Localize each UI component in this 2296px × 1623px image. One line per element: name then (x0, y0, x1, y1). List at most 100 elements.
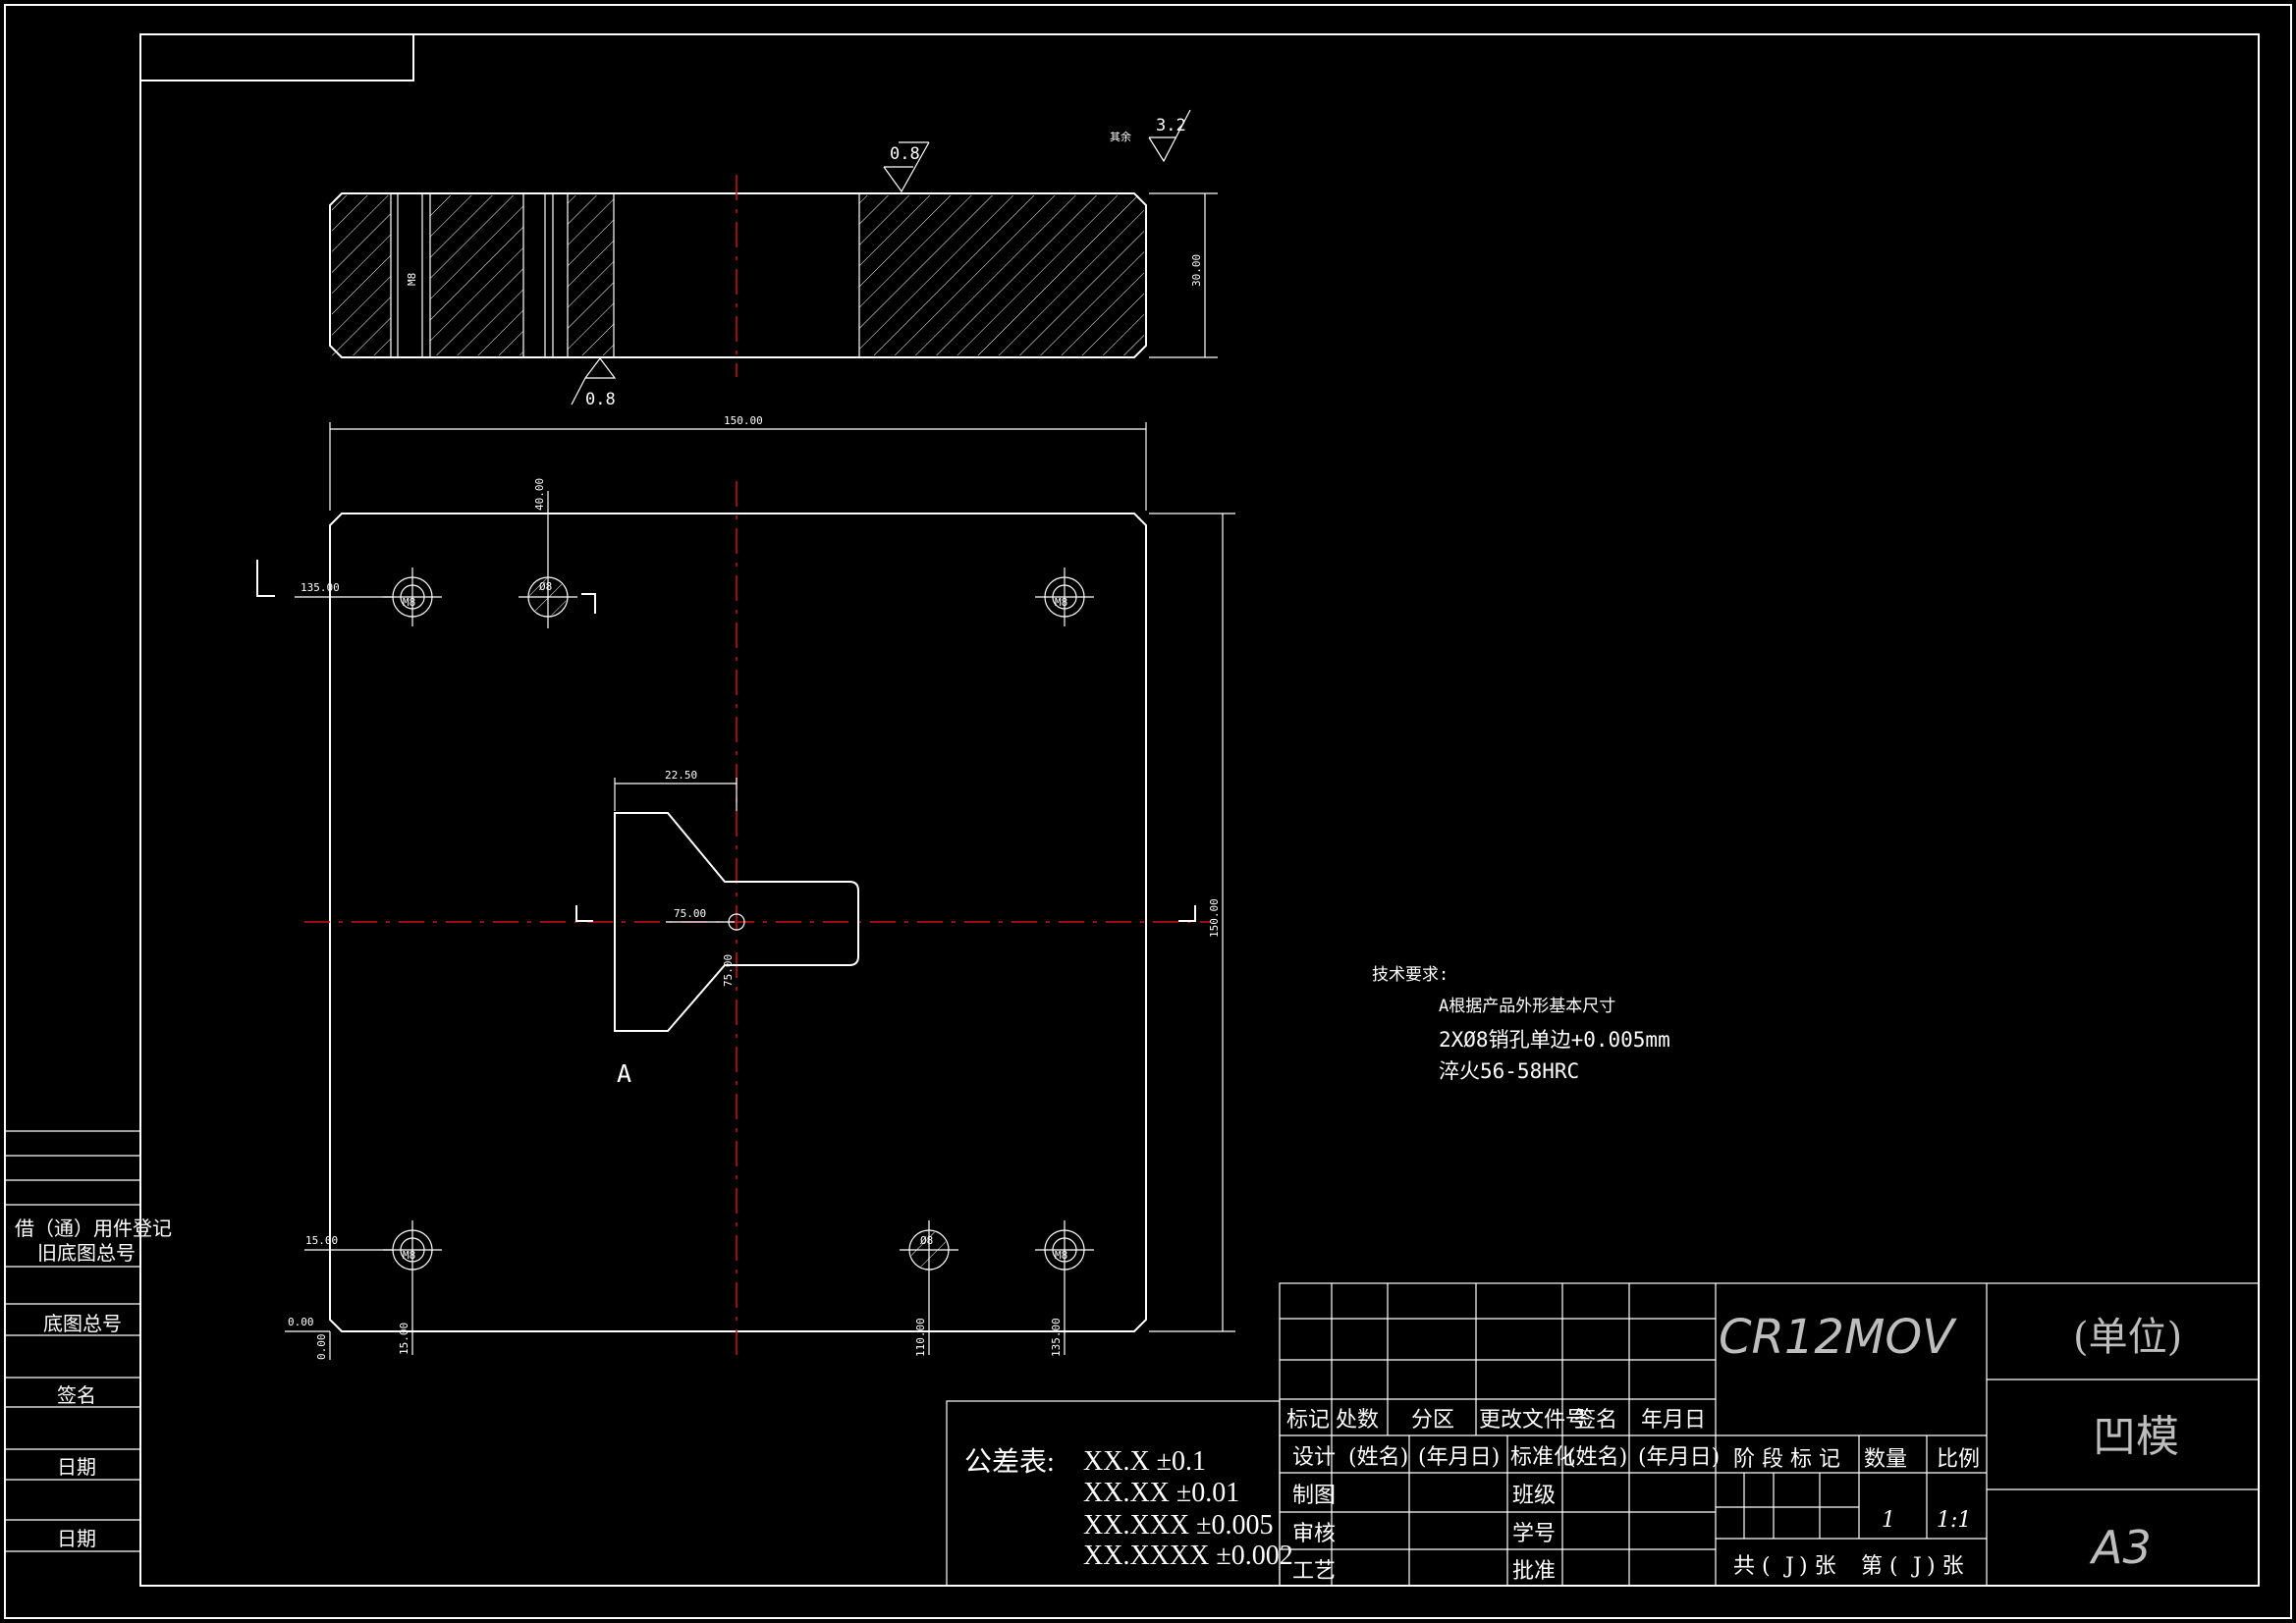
tb-sheets: ) 张 (1927, 1554, 1964, 1579)
tb-design: 标准化 (1510, 1445, 1575, 1470)
tb-header: 标记 (1286, 1408, 1330, 1433)
hole-m8-bottom-right: M8 (1035, 1220, 1094, 1355)
tb-sheets: J (1783, 1554, 1794, 1579)
tb-sheet-size: A3 (2089, 1521, 2152, 1574)
hole-label: Ø8 (539, 580, 552, 593)
tb-draw: 班级 (1512, 1484, 1556, 1508)
strip-label: 旧底图总号 (37, 1241, 136, 1265)
tb-process: 工艺 (1292, 1559, 1336, 1584)
tech-line-1: A根据产品外形基本尺寸 (1439, 997, 1615, 1016)
tb-unit: (单位) (2073, 1315, 2182, 1360)
ordinate-x-15: 15.00 (398, 1323, 410, 1355)
tb-design: (年月日) (1638, 1445, 1720, 1470)
hole-label: M8 (403, 1249, 415, 1262)
tb-stage-header: 比例 (1937, 1447, 1980, 1472)
hatch-block-2 (430, 195, 523, 355)
tb-design: 设计 (1292, 1445, 1336, 1470)
height-dimension: 150.00 (1208, 898, 1221, 938)
corner-label-box (139, 33, 414, 81)
ordinate-x-0: 0.00 (315, 1334, 328, 1361)
outer-border (4, 4, 2292, 1619)
section-hole-label: M8 (406, 273, 418, 286)
tb-sheets: J (1911, 1554, 1922, 1579)
tb-header: 更改文件号 (1479, 1408, 1587, 1433)
tolerance-row: XX.X ±0.1 (1083, 1446, 1206, 1477)
strip-label: 日期 (57, 1527, 96, 1550)
section-marker-right-edge (1178, 905, 1196, 922)
cavity-dim-75-h: 75.00 (674, 907, 706, 920)
ordinate-40: 40.00 (533, 478, 546, 511)
hole-label: M8 (1055, 1249, 1067, 1262)
roughness-symbol-other (1148, 109, 1191, 163)
cavity-dim-22-5: 22.50 (665, 769, 697, 782)
hatch-block-3 (568, 195, 614, 355)
section-view: M8 30.00 0.8 0.8 3.2 其余 (329, 109, 1218, 409)
tb-design: (姓名) (1567, 1445, 1627, 1470)
hole-m8-bottom-left: M8 (383, 1220, 442, 1355)
tolerance-title: 公差表: (964, 1446, 1055, 1478)
hole-m8-top-right: M8 (1035, 568, 1094, 626)
tb-header: 年月日 (1641, 1408, 1706, 1433)
ordinate-y-15: 15.00 (305, 1234, 338, 1247)
strip-label: 签名 (57, 1383, 96, 1407)
tb-draw: 制图 (1292, 1484, 1336, 1508)
tech-line-2: 2XØ8销孔单边+0.005mm (1439, 1028, 1670, 1052)
tb-process: 批准 (1512, 1559, 1556, 1584)
section-label-a: A (617, 1059, 631, 1088)
roughness-value-top: 0.8 (890, 144, 920, 164)
roughness-value-bottom: 0.8 (585, 390, 616, 409)
left-strip: 借（通）用件登记 旧底图总号 底图总号 签名 日期 日期 (5, 1130, 172, 1552)
tolerance-row: XX.XXXX ±0.002 (1083, 1541, 1293, 1571)
tolerance-table: 公差表: XX.X ±0.1 XX.XX ±0.01 XX.XXX ±0.005… (946, 1400, 1293, 1587)
tech-line-3: 淬火56-58HRC (1439, 1059, 1579, 1083)
ordinate-y-135: 135.00 (301, 581, 340, 594)
section-marker-center (575, 905, 593, 922)
tb-stage-header: 阶 段 标 记 (1733, 1447, 1840, 1472)
roughness-value-other: 3.2 (1156, 116, 1186, 135)
tb-design: (年月日) (1418, 1445, 1500, 1470)
tb-material: CR12MOV (1719, 1310, 1957, 1365)
tb-review: 学号 (1512, 1522, 1556, 1546)
plan-view: 150.00 150.00 M8 Ø8 M8 M8 (256, 414, 1235, 1363)
cavity-outline (614, 812, 859, 1032)
tb-part-name: 凹模 (2093, 1412, 2179, 1462)
roughness-symbol-bottom (571, 357, 617, 406)
cavity-dim-75-v: 75.00 (722, 954, 735, 987)
tb-design: (姓名) (1348, 1445, 1408, 1470)
hole-label: M8 (1055, 596, 1067, 609)
tb-header: 分区 (1411, 1408, 1454, 1433)
strip-label: 日期 (57, 1455, 96, 1479)
tb-header: 签名 (1574, 1408, 1617, 1433)
m8-label-bg (400, 255, 421, 291)
tb-header: 处数 (1336, 1408, 1379, 1433)
tech-requirements: 技术要求: A根据产品外形基本尺寸 2XØ8销孔单边+0.005mm 淬火56-… (1372, 965, 1670, 1083)
tb-scale: 1:1 (1937, 1508, 1971, 1533)
hole-d8-top: Ø8 (519, 491, 577, 628)
tolerance-row: XX.XX ±0.01 (1083, 1478, 1239, 1508)
width-dimension: 150.00 (724, 414, 763, 427)
tech-title: 技术要求: (1372, 965, 1449, 985)
tb-sheets: 第 ( (1861, 1554, 1898, 1579)
tb-sheets: ) 张 (1799, 1554, 1836, 1579)
title-block: 标记 处数 分区 更改文件号 签名 年月日 设计 (姓名) (年月日) 标准化 … (1279, 1282, 2260, 1587)
tb-quantity: 1 (1882, 1508, 1895, 1533)
hole-label: M8 (403, 596, 415, 609)
ordinate-x-135: 135.00 (1050, 1318, 1063, 1357)
tb-review: 审核 (1292, 1522, 1336, 1546)
plate-outline (329, 513, 1147, 1332)
hole-label: Ø8 (920, 1234, 933, 1247)
hatch-block-4 (859, 195, 1144, 355)
tb-sheets: 共 ( (1733, 1554, 1771, 1579)
tolerance-row: XX.XXX ±0.005 (1083, 1510, 1273, 1541)
roughness-symbol-top (883, 141, 930, 193)
ordinate-x-110: 110.00 (914, 1318, 927, 1357)
strip-label: 借（通）用件登记 (15, 1217, 172, 1240)
strip-label: 底图总号 (43, 1312, 122, 1335)
hatch-block-1 (332, 195, 391, 355)
section-marker-right (581, 593, 596, 614)
tb-stage-header: 数量 (1864, 1447, 1907, 1472)
hole-d8-bottom: Ø8 (900, 1220, 958, 1355)
thickness-dimension: 30.00 (1190, 254, 1203, 287)
roughness-other-label: 其余 (1110, 130, 1131, 143)
